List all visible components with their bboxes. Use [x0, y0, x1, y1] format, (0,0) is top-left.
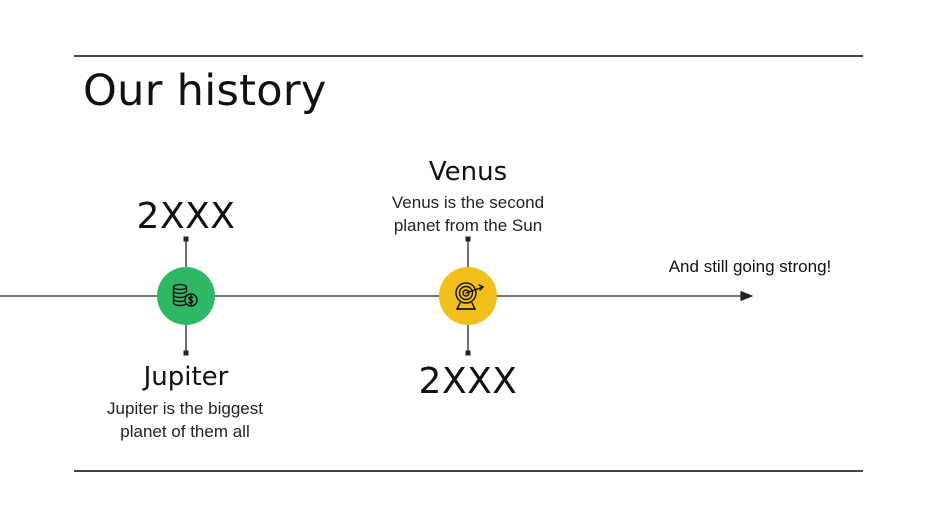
bottom-divider: [74, 470, 863, 472]
jupiter-description-line2: planet of them all: [120, 422, 250, 441]
closing-note: And still going strong!: [668, 257, 832, 276]
jupiter-connector-down-dot: [183, 350, 189, 356]
jupiter-connector-up-dot: [183, 236, 189, 242]
venus-connector-up-dot: [465, 236, 471, 242]
venus-description-line2: planet from the Sun: [393, 216, 543, 235]
page-title: Our history: [83, 66, 327, 116]
venus-name: Venus: [428, 157, 508, 187]
target-arrow-icon: [455, 282, 485, 310]
jupiter-name: Jupiter: [143, 362, 229, 392]
jupiter-year: 2XXX: [136, 196, 236, 237]
venus-year: 2XXX: [418, 361, 518, 402]
coins-dollar-icon: [172, 283, 198, 307]
venus-description-line1: Venus is the second: [391, 193, 545, 212]
jupiter-description: Jupiter is the biggest planet of them al…: [75, 397, 295, 443]
top-divider: [74, 55, 863, 57]
venus-connector-down-dot: [465, 350, 471, 356]
venus-description: Venus is the second planet from the Sun: [358, 191, 578, 237]
jupiter-description-line1: Jupiter is the biggest: [107, 399, 263, 418]
